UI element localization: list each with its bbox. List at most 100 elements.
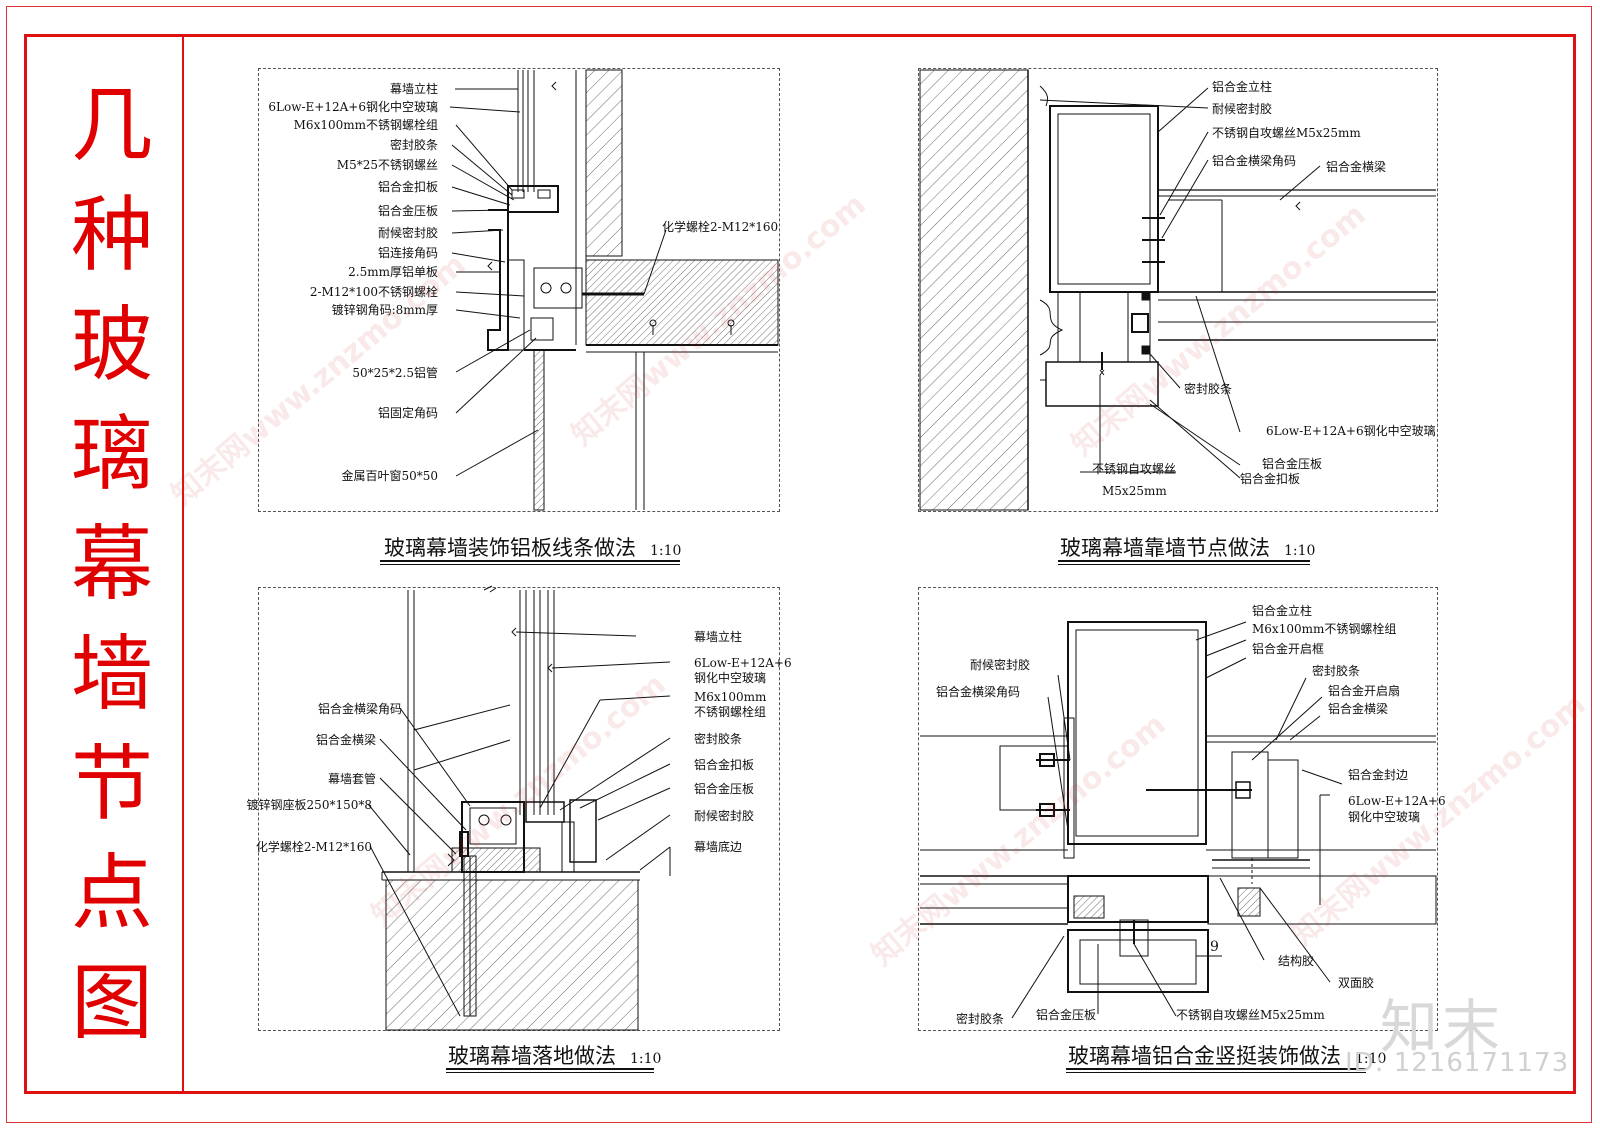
p1-label: 6Low-E+12A+6钢化中空玻璃 xyxy=(268,100,438,114)
p1-label: 2-M12*100不锈钢螺栓 xyxy=(309,285,438,299)
image-id: ID: 1216171173 xyxy=(1345,1048,1570,1078)
p3-label: 化学螺栓2-M12*160 xyxy=(255,840,372,854)
p1-label: 2.5mm厚铝单板 xyxy=(348,265,438,279)
panel-title-text: 玻璃幕墙靠墙节点做法 xyxy=(1060,536,1270,560)
panel-4-title: 玻璃幕墙铝合金竖挺装饰做法 1:10 xyxy=(1068,1040,1386,1070)
sheet-title: 几 种 玻 璃 幕 墙 节 点 图 xyxy=(62,85,162,1045)
panel-3-drawing xyxy=(367,585,671,1031)
sheet-title-char: 图 xyxy=(70,956,153,1051)
p1-label: 50*25*2.5铝管 xyxy=(352,366,438,380)
p2-label: 铝合金横梁 xyxy=(1326,160,1387,174)
outer-border xyxy=(6,6,1592,1123)
panel-scale: 1:10 xyxy=(630,1051,662,1067)
panel-scale: 1:10 xyxy=(650,543,682,559)
p1-label: 金属百叶窗50*50 xyxy=(341,469,438,483)
p1-label: M6x100mm不锈钢螺栓组 xyxy=(293,118,438,132)
p3-label: 密封胶条 xyxy=(694,732,743,746)
sheet-title-char: 点 xyxy=(70,846,153,942)
panel-title-text: 玻璃幕墙装饰铝板线条做法 xyxy=(384,536,636,560)
p1-label: 铝合金扣板 xyxy=(377,180,438,194)
panel-title-text: 玻璃幕墙铝合金竖挺装饰做法 xyxy=(1068,1044,1341,1068)
p2-label: 不锈钢自攻螺丝M5x25mm xyxy=(1212,126,1361,140)
panel-2-frame xyxy=(918,68,1438,512)
p3-label: 幕墙立柱 xyxy=(694,630,743,644)
p3-label: 铝合金压板 xyxy=(694,782,755,796)
p3-label: 幕墙底边 xyxy=(694,840,743,854)
p2-label: 耐候密封胶 xyxy=(1212,102,1273,116)
title-underline xyxy=(1066,1072,1366,1073)
title-underline xyxy=(446,1072,654,1073)
p1-label: 耐候密封胶 xyxy=(377,226,438,240)
p4-label-bottom: 双面胶 xyxy=(1338,976,1375,990)
sheet-title-char: 玻 xyxy=(70,297,153,393)
p2-label: 6Low-E+12A+6钢化中空玻璃 xyxy=(1266,424,1436,438)
p4-label: 6Low-E+12A+6 xyxy=(1348,794,1446,808)
p4-label: 铝合金横梁 xyxy=(1328,702,1389,716)
title-underline xyxy=(380,564,680,565)
title-underline xyxy=(1066,1068,1366,1070)
title-underline xyxy=(1058,564,1310,565)
title-underline xyxy=(1058,560,1310,562)
p4-label-bottom: 铝合金压板 xyxy=(1036,1008,1097,1022)
sheet-title-char: 幕 xyxy=(70,517,153,612)
p2-label-bottom: M5x25mm xyxy=(1102,484,1167,498)
p4-label: 铝合金横梁角码 xyxy=(935,685,1020,699)
panel-1-title: 玻璃幕墙装饰铝板线条做法 1:10 xyxy=(384,532,681,562)
title-block-divider xyxy=(182,37,184,1091)
panel-1-frame xyxy=(258,68,780,512)
sheet-title-char: 璃 xyxy=(70,407,153,503)
p4-label: 铝合金开启扇 xyxy=(1328,684,1401,698)
p3-label: 铝合金横梁 xyxy=(315,733,376,747)
p1-label-right: 化学螺栓2-M12*160 xyxy=(662,220,779,234)
p2-label: 铝合金扣板 xyxy=(1240,472,1301,486)
p3-label: 镀锌钢座板250*150*8 xyxy=(246,798,372,812)
p2-label: 铝合金立柱 xyxy=(1212,80,1273,94)
p1-label: 铝连接角码 xyxy=(377,246,438,260)
panel-4-drawing xyxy=(920,621,1437,1019)
p3-label: 幕墙套管 xyxy=(327,772,376,786)
p4-label-bottom: 密封胶条 xyxy=(956,1012,1005,1026)
panel-4-frame xyxy=(918,587,1438,1031)
p3-label: 不锈钢螺栓组 xyxy=(694,705,767,719)
drawing-frame xyxy=(24,34,1576,1094)
panel-scale: 1:10 xyxy=(1284,543,1316,559)
p4-label: 耐候密封胶 xyxy=(969,658,1030,672)
p4-label: 铝合金开启框 xyxy=(1252,642,1325,656)
sheet-title-char: 种 xyxy=(70,187,153,283)
p2-label-bottom: 不锈钢自攻螺丝 xyxy=(1092,462,1177,476)
p1-label: M5*25不锈钢螺丝 xyxy=(336,158,438,172)
p4-label-bottom: 结构胶 xyxy=(1278,954,1315,968)
panel-2-title: 玻璃幕墙靠墙节点做法 1:10 xyxy=(1060,532,1315,562)
p2-label: 铝合金横梁角码 xyxy=(1212,154,1297,168)
p3-label: 耐候密封胶 xyxy=(694,809,755,823)
title-underline xyxy=(446,1068,654,1070)
brand-logo: 知末 xyxy=(1380,993,1505,1061)
p3-label: 6Low-E+12A+6 xyxy=(694,656,792,670)
panel-2-drawing xyxy=(919,69,1436,511)
sheet-title-char: 墙 xyxy=(70,626,153,722)
sheet-title-char: 几 xyxy=(70,78,153,173)
sheet-title-char: 节 xyxy=(70,736,153,832)
p1-label: 密封胶条 xyxy=(389,138,438,152)
p1-label: 铝固定角码 xyxy=(377,406,438,420)
panel-scale: 1:10 xyxy=(1355,1051,1387,1067)
p1-label: 幕墙立柱 xyxy=(389,82,438,96)
p4-label: 钢化中空玻璃 xyxy=(1348,810,1421,824)
p3-label: 铝合金扣板 xyxy=(694,758,755,772)
p4-dimension: 9 xyxy=(1210,939,1219,955)
p3-label: M6x100mm xyxy=(694,690,767,704)
p3-label: 铝合金横梁角码 xyxy=(317,702,402,716)
panel-title-text: 玻璃幕墙落地做法 xyxy=(448,1044,616,1068)
p2-label: 密封胶条 xyxy=(1184,382,1233,396)
p3-label: 钢化中空玻璃 xyxy=(694,671,767,685)
panel-3-title: 玻璃幕墙落地做法 1:10 xyxy=(448,1040,661,1070)
p1-label: 铝合金压板 xyxy=(377,204,438,218)
panel-1-drawing xyxy=(449,69,779,511)
p4-label-bottom: 不锈钢自攻螺丝M5x25mm xyxy=(1176,1008,1325,1022)
p4-label: 铝合金封边 xyxy=(1348,768,1409,782)
p2-label: 铝合金压板 xyxy=(1262,457,1323,471)
title-underline xyxy=(380,560,680,562)
p4-label: 密封胶条 xyxy=(1312,664,1361,678)
p4-label: M6x100mm不锈钢螺栓组 xyxy=(1252,622,1397,636)
